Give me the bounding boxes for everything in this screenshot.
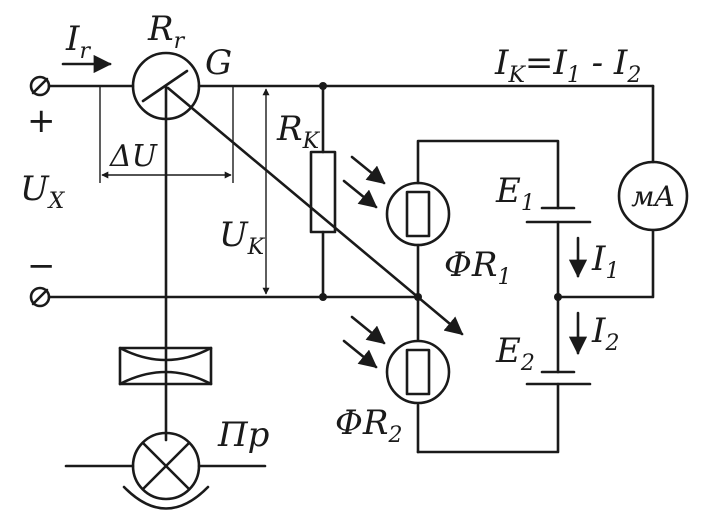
lamp-label: Пр <box>217 415 269 455</box>
i1-label: I1 <box>591 239 619 284</box>
plus-sign: + <box>27 101 56 141</box>
i2-label: I2 <box>591 311 619 356</box>
photoresistor-circuit <box>416 84 655 454</box>
resistor-rk <box>309 84 337 299</box>
ir-label: Ir <box>65 19 91 64</box>
ik-equation: IK=I1 - I2 <box>494 43 641 88</box>
light-beam <box>166 86 464 336</box>
g-label: G <box>205 43 232 83</box>
milliammeter <box>617 160 689 232</box>
rr-label: Rr <box>147 9 186 54</box>
lamp-icon <box>64 431 267 510</box>
minus-sign: − <box>27 246 56 286</box>
delta-u-label: ΔU <box>109 139 159 174</box>
ux-label: UX <box>20 169 66 214</box>
fr1-label: ΦR1 <box>444 245 511 290</box>
photoresistor-fr2 <box>342 315 451 405</box>
minus-terminal <box>29 286 51 308</box>
battery-e2 <box>525 370 592 386</box>
e2-label: E2 <box>495 331 535 376</box>
plus-terminal <box>29 75 51 97</box>
uk-label: UK <box>219 215 266 260</box>
battery-e1 <box>525 206 592 224</box>
fr2-label: ΦR2 <box>335 403 402 448</box>
rk-label: RK <box>276 109 321 154</box>
lens-icon <box>118 346 213 386</box>
photoresistor-fr1 <box>342 155 451 247</box>
milliammeter-label: мA <box>631 180 674 213</box>
e1-label: E1 <box>495 171 535 216</box>
